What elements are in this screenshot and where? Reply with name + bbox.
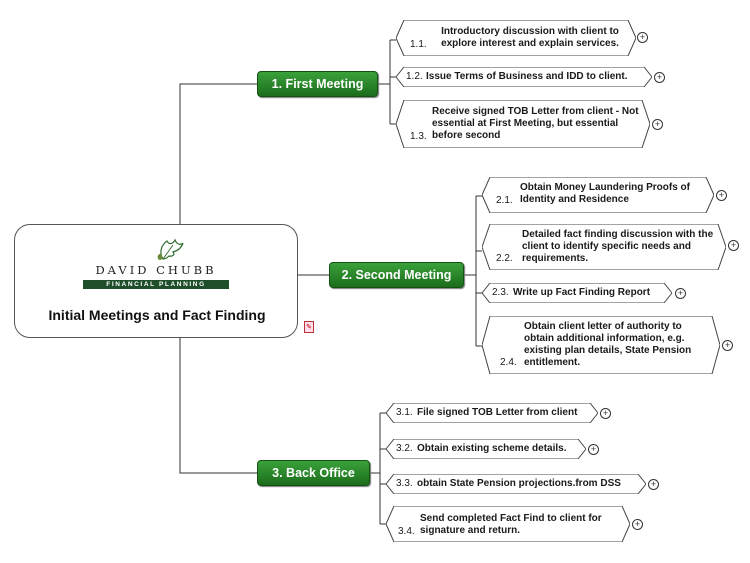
subtopic-3-3[interactable]: 3.3. obtain State Pension projections.fr… — [386, 474, 646, 494]
subtopic-number: 1.2. — [406, 71, 423, 82]
subtopic-3-1[interactable]: 3.1. File signed TOB Letter from client — [386, 403, 598, 423]
plus-circle-icon[interactable]: + — [675, 288, 686, 299]
plus-circle-icon[interactable]: + — [728, 240, 739, 251]
plus-circle-icon[interactable]: + — [654, 72, 665, 83]
logo-name: DAVID CHUBB — [95, 263, 217, 277]
logo-tagline: FINANCIAL PLANNING — [83, 280, 229, 289]
subtopic-number: 3.3. — [396, 478, 413, 489]
subtopic-number: 3.1. — [396, 407, 413, 418]
subtopic-text: Obtain Money Laundering Proofs of Identi… — [520, 182, 690, 205]
plus-circle-icon[interactable]: + — [632, 519, 643, 530]
subtopic-number: 2.2. — [496, 253, 513, 264]
subtopic-1-2[interactable]: 1.2. Issue Terms of Business and IDD to … — [396, 67, 652, 87]
plus-circle-icon[interactable]: + — [722, 340, 733, 351]
subtopic-text: Receive signed TOB Letter from client - … — [432, 106, 639, 141]
subtopic-number: 2.3. — [492, 287, 509, 298]
subtopic-text: Send completed Fact Find to client for s… — [420, 513, 602, 536]
subtopic-text: Introductory discussion with client to e… — [441, 26, 619, 49]
plus-circle-icon[interactable]: + — [648, 479, 659, 490]
subtopic-number: 2.4. — [500, 357, 517, 368]
subtopic-3-2[interactable]: 3.2. Obtain existing scheme details. — [386, 439, 586, 459]
subtopic-1-1[interactable]: 1.1. Introductory discussion with client… — [396, 20, 636, 56]
plus-circle-icon[interactable]: + — [588, 444, 599, 455]
subtopic-text: Obtain client letter of authority to obt… — [524, 321, 692, 368]
plus-circle-icon[interactable]: + — [600, 408, 611, 419]
plus-circle-icon[interactable]: + — [652, 119, 663, 130]
subtopic-number: 3.4. — [398, 526, 415, 537]
branch-first-meeting[interactable]: 1. First Meeting — [257, 71, 378, 97]
subtopic-text: Obtain existing scheme details. — [417, 443, 567, 454]
subtopic-number: 2.1. — [496, 195, 513, 206]
subtopic-2-2[interactable]: 2.2. Detailed fact finding discussion wi… — [482, 224, 726, 270]
oak-leaf-icon — [157, 238, 184, 260]
plus-circle-icon[interactable]: + — [637, 32, 648, 43]
subtopic-text: Write up Fact Finding Report — [513, 287, 651, 298]
root-title: Initial Meetings and Fact Finding — [48, 307, 266, 323]
subtopic-3-4[interactable]: 3.4. Send completed Fact Find to client … — [386, 506, 630, 542]
subtopic-1-3[interactable]: 1.3. Receive signed TOB Letter from clie… — [396, 100, 650, 148]
subtopic-text: Issue Terms of Business and IDD to clien… — [426, 71, 628, 82]
note-icon[interactable]: ✎ — [304, 321, 314, 333]
subtopic-text: Detailed fact finding discussion with th… — [522, 229, 714, 264]
subtopic-2-1[interactable]: 2.1. Obtain Money Laundering Proofs of I… — [482, 177, 714, 213]
plus-circle-icon[interactable]: + — [716, 190, 727, 201]
subtopic-2-3[interactable]: 2.3. Write up Fact Finding Report — [482, 283, 672, 303]
subtopic-number: 1.1. — [410, 39, 427, 50]
root-topic[interactable]: DAVID CHUBB FINANCIAL PLANNING Initial M… — [14, 224, 298, 338]
subtopic-text: File signed TOB Letter from client — [417, 407, 578, 418]
subtopic-2-4[interactable]: 2.4. Obtain client letter of authority t… — [482, 316, 720, 374]
branch-second-meeting[interactable]: 2. Second Meeting — [329, 262, 464, 288]
subtopic-text: obtain State Pension projections.from DS… — [417, 478, 621, 489]
branch-back-office[interactable]: 3. Back Office — [257, 460, 370, 486]
subtopic-number: 3.2. — [396, 443, 413, 454]
subtopic-number: 1.3. — [410, 131, 427, 142]
company-logo: DAVID CHUBB FINANCIAL PLANNING — [81, 238, 231, 296]
